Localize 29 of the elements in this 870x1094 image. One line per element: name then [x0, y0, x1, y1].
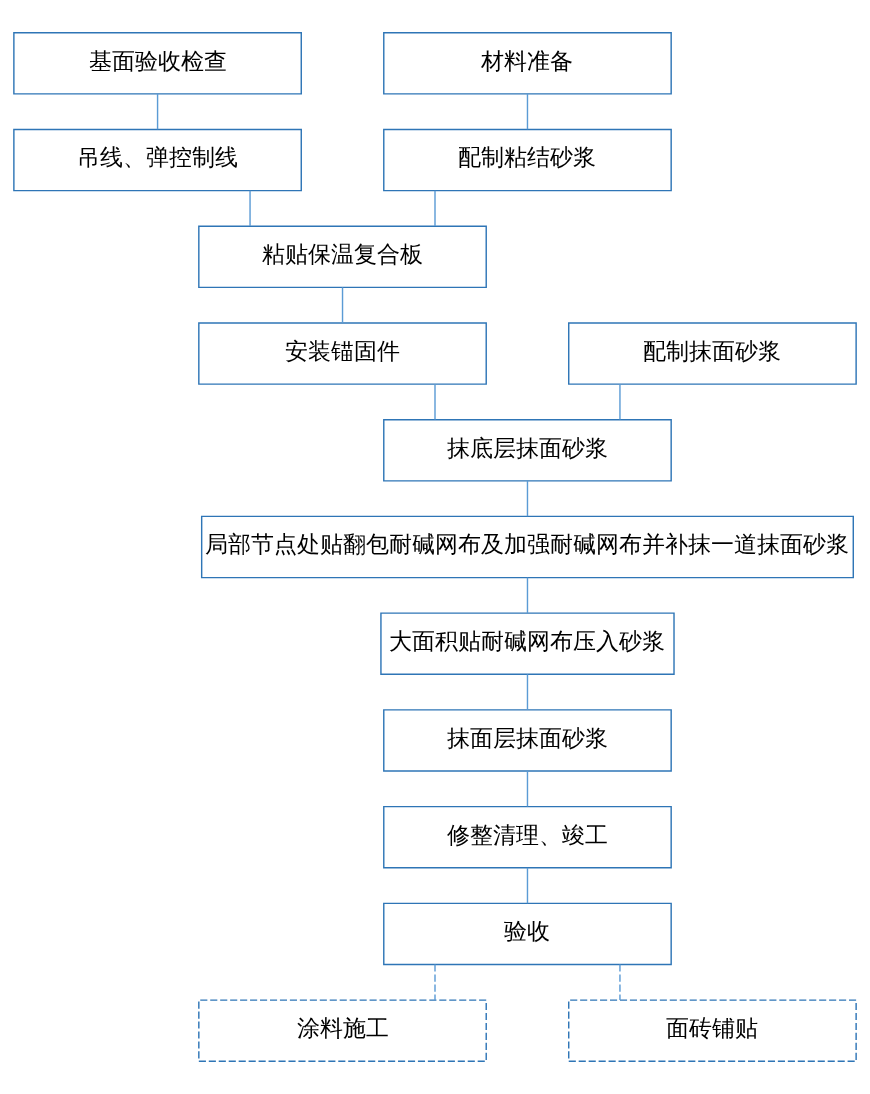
node-box: 基面验收检查	[13, 31, 302, 95]
node-box: 配制抹面砂浆	[568, 322, 857, 385]
node-box: 涂料施工	[198, 999, 487, 1062]
node-box: 验收	[383, 902, 672, 966]
connector	[619, 383, 621, 421]
node-box: 抹底层抹面砂浆	[383, 418, 672, 482]
connector	[434, 963, 436, 1001]
node-box: 面砖铺贴	[568, 999, 857, 1062]
connector	[434, 189, 436, 227]
connector	[526, 673, 529, 711]
connector	[434, 383, 436, 421]
connector	[156, 93, 159, 130]
node-box: 修整清理、竣工	[383, 805, 672, 869]
node-box: 安装锚固件	[198, 322, 487, 385]
connector	[341, 286, 344, 324]
connector	[526, 770, 529, 808]
node-box: 粘贴保温复合板	[198, 225, 487, 289]
node-box: 局部节点处贴翻包耐碱网布及加强耐碱网布并补抹一道抹面砂浆	[200, 515, 854, 579]
connector	[526, 576, 529, 614]
node-box: 大面积贴耐碱网布压入砂浆	[380, 612, 675, 676]
connector	[619, 963, 621, 1001]
node-box: 配制粘结砂浆	[383, 128, 672, 192]
node-box: 抹面层抹面砂浆	[383, 709, 672, 772]
connector	[249, 189, 251, 227]
connector	[526, 867, 529, 904]
connector	[526, 93, 529, 130]
node-box: 吊线、弹控制线	[13, 128, 302, 192]
node-box: 材料准备	[383, 31, 672, 95]
connector	[526, 480, 529, 517]
